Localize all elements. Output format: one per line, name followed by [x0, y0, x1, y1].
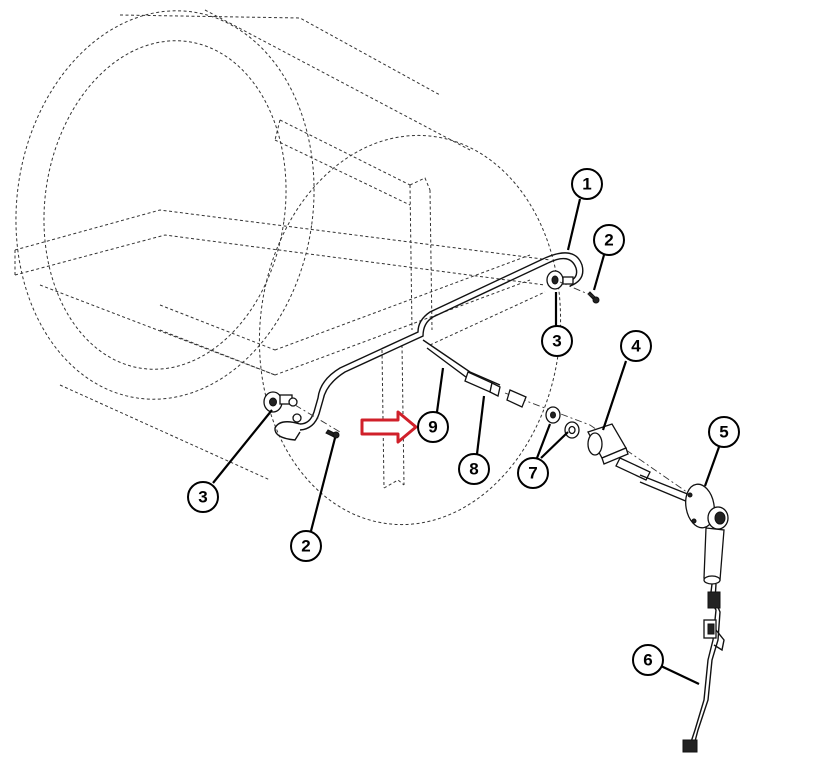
callout-3-left-label: 3 [198, 488, 207, 507]
callout-2-left: 2 [290, 530, 322, 562]
callout-7-label: 7 [528, 464, 537, 483]
nut-a [545, 406, 561, 424]
callout-3-right: 3 [541, 325, 573, 357]
callout-1-label: 1 [582, 175, 591, 194]
grommet-left [263, 391, 302, 423]
screw-left [325, 429, 340, 439]
grommet-right [546, 270, 574, 290]
callout-4: 4 [620, 330, 652, 362]
callout-9: 9 [417, 411, 449, 443]
callout-8: 8 [458, 453, 490, 485]
callout-2-left-label: 2 [301, 537, 310, 556]
axis-line-main [504, 392, 721, 516]
callout-9-label: 9 [428, 418, 437, 437]
nut-b [564, 421, 580, 439]
callout-2-right-label: 2 [604, 231, 613, 250]
axis-line-left [294, 404, 341, 433]
igniter-assembly [615, 457, 729, 585]
callout-3-left: 3 [187, 481, 219, 513]
leader-lines [212, 198, 721, 685]
axis-line-right [559, 281, 596, 298]
drum-outline [14, 9, 562, 526]
callout-2-right: 2 [593, 224, 625, 256]
callout-3-right-label: 3 [552, 332, 561, 351]
callout-6: 6 [632, 644, 664, 676]
screw-right [587, 291, 600, 304]
callout-4-label: 4 [631, 337, 641, 356]
callout-6-label: 6 [643, 651, 652, 670]
callout-5: 5 [708, 416, 740, 448]
highlight-arrow [360, 410, 418, 444]
burner-coupling [587, 423, 629, 465]
orifice-fitting [464, 371, 527, 408]
callout-1: 1 [571, 168, 603, 200]
wire-harness [682, 583, 725, 753]
callout-7: 7 [517, 457, 549, 489]
callout-8-label: 8 [469, 460, 478, 479]
callout-5-label: 5 [719, 423, 728, 442]
